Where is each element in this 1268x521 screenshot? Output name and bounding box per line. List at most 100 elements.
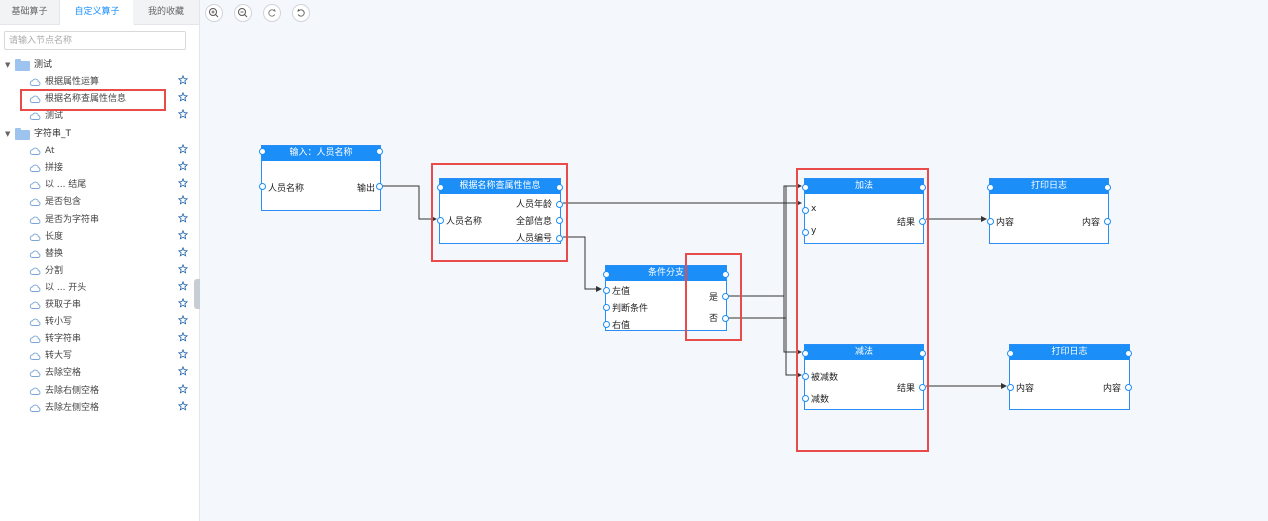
undo-icon[interactable] [292, 4, 310, 22]
port-input[interactable] [437, 217, 444, 224]
port-input[interactable] [987, 218, 994, 225]
tree-item[interactable]: 是否包含 [0, 194, 199, 211]
port-output[interactable] [1104, 218, 1111, 225]
star-icon[interactable] [177, 246, 189, 263]
star-icon[interactable] [177, 108, 189, 125]
tree-item[interactable]: 长度 [0, 229, 199, 246]
tree-item[interactable]: 以 ... 结尾 [0, 177, 199, 194]
port-out-left[interactable] [259, 183, 266, 190]
port-output[interactable] [919, 384, 926, 391]
tree-item[interactable]: 是否为字符串 [0, 212, 199, 229]
port-input[interactable] [603, 304, 610, 311]
node-top-pin[interactable] [259, 148, 266, 155]
star-icon[interactable] [177, 383, 189, 400]
star-icon[interactable] [177, 177, 189, 194]
port-input[interactable] [603, 287, 610, 294]
node-top-pin[interactable] [802, 184, 809, 191]
port-output[interactable] [556, 201, 563, 208]
edge-yes-to-sub [783, 296, 802, 355]
port-output[interactable] [376, 183, 383, 190]
tree-item[interactable]: At [0, 143, 199, 160]
tree-item[interactable]: 去除右侧空格 [0, 383, 199, 400]
caret-down-icon[interactable]: ▼ [5, 61, 11, 69]
tree-group[interactable]: ▼测试 [0, 57, 199, 74]
tab-basic-operators[interactable]: 基础算子 [0, 0, 59, 24]
tree-item[interactable]: 测试 [0, 108, 199, 125]
cloud-icon [29, 215, 41, 225]
star-icon[interactable] [177, 74, 189, 91]
tree-item[interactable]: 转大写 [0, 348, 199, 365]
tree-item[interactable]: 以 ... 开头 [0, 280, 199, 297]
node-lookup-by-name[interactable]: 根据名称查属性信息 人员年龄 人员名称 全部信息 人员编号 [437, 178, 563, 244]
node-input-person-name[interactable]: 输入：人员名称 人员名称 输出 [259, 145, 383, 211]
port-output[interactable] [919, 218, 926, 225]
node-print-log-1[interactable]: 打印日志 内容 内容 [987, 178, 1111, 244]
port-input[interactable] [802, 229, 809, 236]
flow-canvas[interactable] [200, 0, 1268, 521]
star-icon[interactable] [177, 143, 189, 160]
port-input[interactable] [603, 321, 610, 328]
tree-item[interactable]: 替换 [0, 246, 199, 263]
tree-item[interactable]: 拼接 [0, 160, 199, 177]
tree-item[interactable]: 获取子串 [0, 297, 199, 314]
tree-item-label: 根据名称查属性信息 [45, 94, 127, 105]
node-top-pin[interactable] [802, 350, 809, 357]
node-subtract[interactable]: 减法 被减数 结果 减数 [802, 344, 926, 410]
tree-item[interactable]: 转小写 [0, 314, 199, 331]
redo-icon[interactable] [263, 4, 281, 22]
node-top-pin[interactable] [437, 184, 444, 191]
tree-item-label: 替换 [45, 248, 64, 259]
tab-favorites[interactable]: 我的收藏 [133, 0, 199, 24]
tree-item[interactable]: 根据名称查属性信息 [0, 91, 199, 108]
node-top-pin[interactable] [603, 271, 610, 278]
port-input[interactable] [1007, 384, 1014, 391]
cloud-icon [29, 77, 41, 87]
zoom-out-icon[interactable] [234, 4, 252, 22]
node-top-pin[interactable] [1125, 350, 1132, 357]
tree-item[interactable]: 分割 [0, 263, 199, 280]
star-icon[interactable] [177, 160, 189, 177]
star-icon[interactable] [177, 280, 189, 297]
tree-item[interactable]: 转字符串 [0, 331, 199, 348]
port-label: 人员名称 [268, 184, 305, 194]
star-icon[interactable] [177, 400, 189, 417]
node-top-pin[interactable] [556, 184, 563, 191]
node-search-input[interactable] [4, 31, 186, 50]
node-top-pin[interactable] [919, 184, 926, 191]
caret-down-icon[interactable]: ▼ [5, 130, 11, 138]
star-icon[interactable] [177, 91, 189, 108]
node-add[interactable]: 加法 x 结果 y [802, 178, 926, 244]
node-top-pin[interactable] [1007, 350, 1014, 357]
star-icon[interactable] [177, 194, 189, 211]
star-icon[interactable] [177, 365, 189, 382]
node-top-pin[interactable] [376, 148, 383, 155]
port-input[interactable] [802, 373, 809, 380]
port-output[interactable] [722, 315, 729, 322]
node-top-pin[interactable] [919, 350, 926, 357]
node-top-pin[interactable] [722, 271, 729, 278]
star-icon[interactable] [177, 229, 189, 246]
port-input[interactable] [802, 207, 809, 214]
zoom-in-icon[interactable] [205, 4, 223, 22]
star-icon[interactable] [177, 331, 189, 348]
node-condition-branch[interactable]: 条件分支 左值 是 判断条件 否 右值 [603, 265, 729, 331]
node-print-log-2[interactable]: 打印日志 内容 内容 [1007, 344, 1132, 410]
star-icon[interactable] [177, 297, 189, 314]
tree-item[interactable]: 根据属性运算 [0, 74, 199, 91]
tree-item[interactable]: 去除空格 [0, 365, 199, 382]
star-icon[interactable] [177, 263, 189, 280]
port-label: 减数 [811, 395, 830, 405]
sidebar-collapse-handle[interactable] [194, 279, 200, 309]
node-top-pin[interactable] [987, 184, 994, 191]
port-output[interactable] [556, 235, 563, 242]
star-icon[interactable] [177, 314, 189, 331]
port-output[interactable] [556, 217, 563, 224]
tree-group[interactable]: ▼字符串_T [0, 126, 199, 143]
star-icon[interactable] [177, 212, 189, 229]
port-output[interactable] [722, 293, 729, 300]
node-top-pin[interactable] [1104, 184, 1111, 191]
port-output[interactable] [1125, 384, 1132, 391]
port-input[interactable] [802, 395, 809, 402]
star-icon[interactable] [177, 348, 189, 365]
tree-item[interactable]: 去除左侧空格 [0, 400, 199, 417]
